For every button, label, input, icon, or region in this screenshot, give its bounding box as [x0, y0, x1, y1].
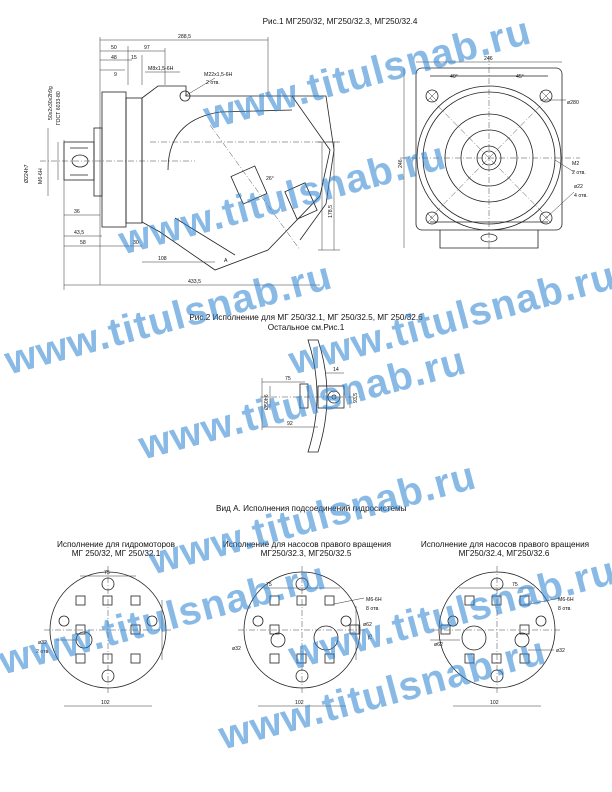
view-a-caption: Вид А. Исполнения подсоединений гидросис… — [216, 504, 407, 513]
dim-d280: ø280 — [567, 100, 579, 106]
dim-p2-d62: ø62 — [363, 622, 372, 628]
fig1-caption: Рис.1 МГ250/32, МГ250/32.3, МГ250/32.4 — [262, 17, 418, 26]
dim-p3-102: 102 — [490, 700, 499, 706]
dim-p2-75-vertical: 75 — [368, 634, 374, 640]
dim-p1-102: 102 — [101, 700, 110, 706]
dim-178-5: 178,5 — [328, 205, 334, 218]
dim-p3-m6: M6-6H — [558, 597, 574, 603]
dim-m22: M22x1,5-6H — [204, 72, 233, 78]
dim-p1-d32: ø32 — [38, 640, 47, 646]
dim-9: 9 — [114, 72, 117, 78]
mounting-hole-bottom-left — [425, 211, 439, 225]
port-variant-3 — [430, 566, 561, 707]
view-a-marker: A — [224, 258, 228, 264]
dim-p2-75: 75 — [266, 582, 272, 588]
dim-97: 97 — [144, 45, 150, 51]
dim-p3-holes: 8 отв. — [558, 606, 572, 612]
dim-246-top: 246 — [484, 56, 493, 62]
dim-108: 108 — [158, 256, 167, 262]
port-variant-2-labels: 75 M6-6H 8 отв. ø62 ø32 75 102 — [232, 582, 382, 706]
fig2-caption-note: Остальное см.Рис.1 — [267, 323, 345, 332]
variant-2-title: Исполнение для насосов правого вращения — [222, 540, 392, 549]
fig2-shaft-view — [260, 339, 360, 453]
dim-p1-75: 75 — [104, 570, 110, 576]
dim-p2-102: 102 — [295, 700, 304, 706]
mounting-hole-top-right — [539, 89, 553, 103]
dim-angle-40: 40° — [450, 74, 458, 80]
variant-3-title: Исполнение для насосов правого вращения — [420, 540, 590, 549]
dim-p2-d32: ø32 — [232, 646, 241, 652]
variant-1-title: Исполнение для гидромоторов — [57, 540, 175, 549]
dim-48: 48 — [111, 55, 117, 61]
front-view-dimension-labels: 246 246 40° 45° ø280 M2 2 отв. ø22 4 отв… — [398, 56, 588, 199]
fig1-front-view — [400, 56, 580, 250]
fig1-side-view — [40, 37, 340, 290]
dim-fig2-d50: Ø50h6 — [264, 394, 270, 410]
dim-fig2-93: 93,5 — [353, 393, 359, 403]
dim-36: 36 — [74, 209, 80, 215]
dim-m8: M8x1,5-6H — [148, 66, 174, 72]
dim-p3-d62: ø62 — [434, 642, 443, 648]
dim-p3-d32: ø32 — [556, 648, 565, 654]
port-variant-3-labels: 75 M6-6H 8 отв. ø62 ø32 102 — [434, 582, 574, 706]
port-variant-1-labels: 75 ø32 2 отв. 102 — [36, 570, 110, 706]
dim-shaft-gost: ГОСТ 6033-80 — [56, 91, 62, 125]
dim-246-side: 246 — [398, 159, 404, 168]
dim-fig2-92: 92 — [287, 421, 293, 427]
dim-43-5: 43,5 — [74, 230, 84, 236]
dim-shaft-diameter: Ø224h7 — [24, 164, 30, 183]
port-variant-1 — [44, 566, 172, 707]
dim-holes-2: 2 отв. — [206, 80, 220, 86]
fig1-dimension-labels: 288,5 50 97 48 15 M8x1,5-6H 9 M22x1,5-6H… — [24, 34, 334, 285]
dim-15: 15 — [131, 55, 137, 61]
variant-3-models: МГ250/32.4, МГ250/32.6 — [458, 549, 550, 558]
dim-angle-26: 26° — [266, 176, 274, 182]
dim-p2-holes: 8 отв. — [366, 606, 380, 612]
dim-50: 50 — [111, 45, 117, 51]
dim-d22: ø22 — [574, 184, 583, 190]
port-variant-2 — [238, 566, 366, 707]
dim-p3-75: 75 — [512, 582, 518, 588]
variant-1-models: МГ 250/32, МГ 250/32.1 — [71, 549, 161, 558]
variant-2-models: МГ250/32.3, МГ250/32.5 — [260, 549, 352, 558]
dim-fig2-75: 75 — [285, 376, 291, 382]
dim-m6: M6-6H — [38, 168, 44, 184]
dim-shaft-spline: 50x2x30x2h9g — [48, 86, 54, 120]
dim-angle-45: 45° — [516, 74, 524, 80]
fig2-dimension-labels: 75 14 93,5 92 Ø50h6 — [264, 367, 359, 427]
dim-m2-holes: 2 отв. — [572, 170, 586, 176]
dim-p1-holes: 2 отв. — [36, 649, 50, 655]
dim-433-5: 433,5 — [188, 279, 201, 285]
dim-58: 58 — [80, 240, 86, 246]
dim-30: 30 — [133, 240, 139, 246]
dim-m2: M2 — [572, 161, 579, 167]
mounting-hole-top-left — [425, 89, 439, 103]
dim-p2-m6: M6-6H — [366, 597, 382, 603]
dim-fig2-14: 14 — [333, 367, 339, 373]
fig2-caption: Рис.2 Исполнение для МГ 250/32.1, МГ 250… — [189, 313, 423, 322]
dim-288: 288,5 — [178, 34, 191, 40]
dim-d22-holes: 4 отв. — [574, 193, 588, 199]
